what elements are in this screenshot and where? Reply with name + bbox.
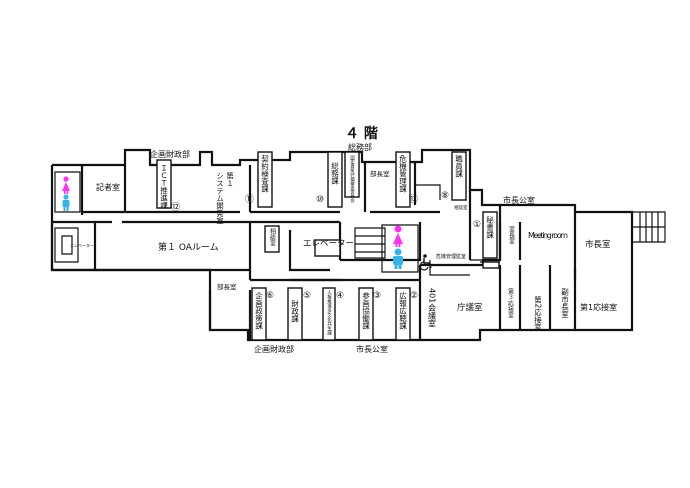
room-shichoshitsu: 市長室 bbox=[585, 239, 611, 250]
room-kaigi401: 401会議室 bbox=[428, 288, 437, 327]
division-label-shichokoshitsu-right: 市長公室 bbox=[503, 195, 535, 205]
restroom-rooms bbox=[54, 171, 419, 273]
room-kikikanrikan: 危機管理監室 bbox=[436, 253, 466, 260]
room-system-number: 第１ bbox=[225, 171, 234, 187]
marker-4: ④ bbox=[336, 291, 344, 301]
room-kiki: 危機管理課 bbox=[398, 154, 407, 194]
room-sodanshitsu-small: 相談室 bbox=[454, 204, 468, 211]
restroom-female-icon bbox=[62, 176, 70, 194]
restroom-male-icon bbox=[62, 194, 70, 211]
room-kikakuseisaku: 企画政策課 bbox=[254, 291, 263, 331]
partitions bbox=[50, 162, 577, 340]
marker-8: ⑧ bbox=[441, 191, 449, 201]
restroom-male-icon-core bbox=[393, 248, 403, 269]
marker-11: ⑪ bbox=[245, 194, 254, 205]
marker-10: ⑩ bbox=[316, 195, 324, 205]
room-kishashitsu: 記者室 bbox=[96, 182, 120, 192]
marker-5: ⑤ bbox=[303, 291, 311, 301]
room-osetsu3: 第３応接室 bbox=[507, 287, 514, 318]
room-shokuin: 職員課 bbox=[454, 155, 463, 179]
room-sodanshitsu: 相談室 bbox=[269, 227, 276, 246]
division-label-kikakuzaiseibu-bottom: 企画財政部 bbox=[254, 344, 294, 354]
division-label-somubu: 総務部 bbox=[348, 142, 372, 152]
room-koho: 広報広聴課 bbox=[398, 291, 407, 331]
marker-3: ③ bbox=[373, 291, 381, 301]
room-buchoshitsu: 部長室 bbox=[217, 282, 237, 291]
room-ict: ＩＣＴ推進課 bbox=[159, 164, 168, 210]
division-label-shichokoshitsu-bottom: 市長公室 bbox=[356, 344, 388, 354]
room-fukushicho: 副市長室 bbox=[560, 288, 569, 319]
restroom-female-icon-core bbox=[393, 225, 403, 247]
marker-1: ① bbox=[473, 220, 481, 230]
floor-title: ４ 階 bbox=[345, 125, 378, 142]
stairs-right bbox=[632, 212, 665, 242]
marker-12: ⑫ bbox=[171, 202, 180, 213]
room-kotei: 固定資産評価審査委員会 bbox=[350, 155, 355, 204]
room-shichoshitsu-small: 室長室 bbox=[508, 225, 515, 244]
room-keiyaku: 契約検査課 bbox=[260, 154, 269, 194]
room-zaisei: 財政課 bbox=[290, 299, 299, 324]
room-sankaku: 参画協働課 bbox=[361, 291, 370, 331]
counter-boxes bbox=[156, 151, 500, 341]
room-system: システム開発室 bbox=[215, 172, 224, 225]
room-oa: 第１ OAルーム bbox=[158, 241, 219, 253]
marker-6: ⑥ bbox=[266, 291, 274, 301]
division-label-kikakuzaiseibu-top: 企画財政部 bbox=[150, 149, 190, 159]
room-meeting: Meeting room bbox=[528, 231, 568, 240]
marker-2: ② bbox=[410, 291, 418, 301]
room-somuka: 総務課 bbox=[330, 161, 339, 186]
room-chogi: 庁議室 bbox=[457, 302, 483, 313]
room-osetsu2: 第2応接室 bbox=[533, 295, 542, 331]
room-elevator-small: エレベーター bbox=[70, 242, 94, 248]
room-buchoshitsu-top: 部長室 bbox=[370, 169, 390, 178]
wheelchair-icon bbox=[419, 254, 432, 271]
room-elevator: エレベーター bbox=[303, 239, 354, 249]
room-hisho: 秘書課 bbox=[485, 215, 494, 240]
room-osetsu1: 第1応接室 bbox=[580, 302, 617, 312]
room-jinken: 人権推進多文化共生課 bbox=[327, 290, 332, 337]
marker-13: ⑬ bbox=[409, 194, 418, 205]
